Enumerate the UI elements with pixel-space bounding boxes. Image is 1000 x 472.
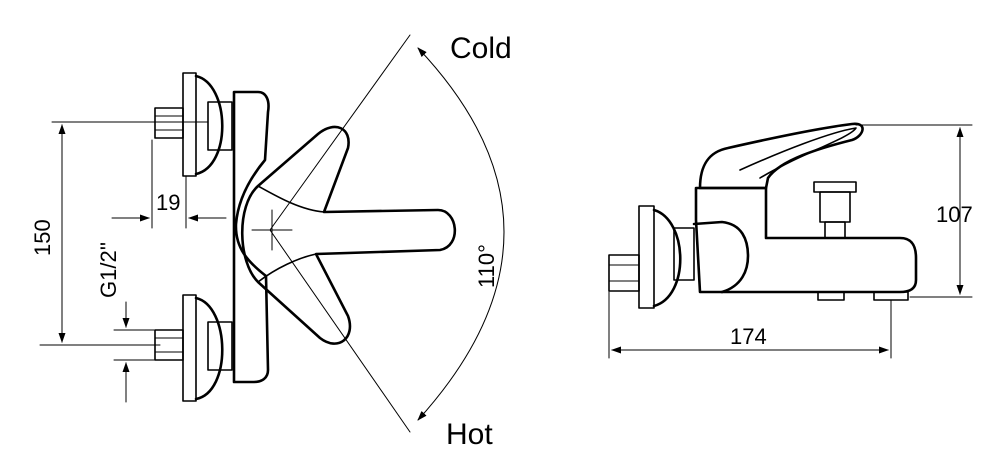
side-faucet-body: [694, 186, 918, 294]
thread-size-label: G1/2'': [96, 242, 121, 298]
bottom-inlet-connector: [154, 294, 233, 402]
diverter-knob: [813, 181, 857, 239]
hot-label: Hot: [446, 418, 493, 451]
cold-radial-line: [269, 34, 411, 231]
rotation-arc: [417, 47, 505, 421]
length-label: 174: [730, 324, 767, 349]
side-inlet-connector: [608, 205, 695, 309]
lever-handle: [241, 125, 457, 345]
height-label: 107: [936, 202, 973, 227]
rotation-angle-label: 110°: [474, 244, 499, 288]
side-lever: [698, 122, 864, 190]
cold-label: Cold: [450, 32, 512, 65]
hot-radial-line: [269, 229, 411, 433]
inlet-spacing-label: 150: [30, 219, 55, 256]
inlet-offset-label: 19: [156, 190, 180, 215]
faucet-body: [232, 90, 270, 384]
side-view: [608, 122, 973, 359]
top-inlet-connector: [154, 72, 233, 177]
front-view: [39, 34, 505, 433]
